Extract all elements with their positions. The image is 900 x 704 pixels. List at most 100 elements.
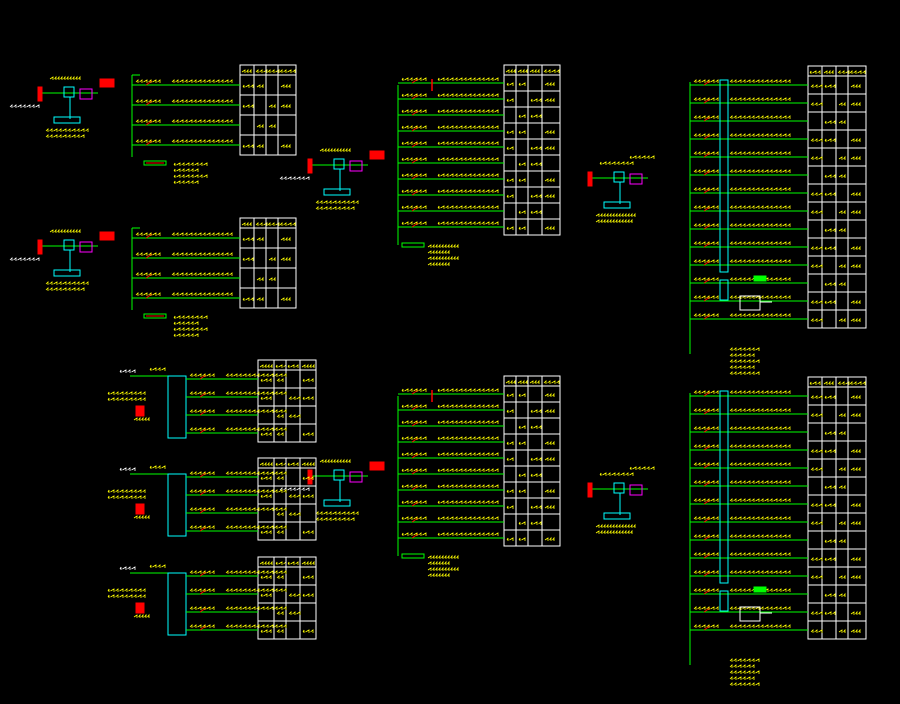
- table-header-text: [849, 381, 866, 385]
- cable-label: [729, 426, 791, 430]
- table-cell-text: [544, 193, 555, 198]
- panel-note: [173, 174, 208, 178]
- breaker-label: [401, 157, 427, 161]
- cable-label: [729, 390, 791, 394]
- cable-label: [225, 391, 287, 395]
- table-cell-text: [260, 593, 272, 597]
- panel-note: [427, 261, 450, 266]
- panel-note: [729, 359, 760, 363]
- table-cell-text: [242, 237, 254, 241]
- meter-box: [63, 239, 75, 251]
- large-dist-panel-1: [587, 65, 867, 375]
- source-label: [279, 176, 310, 180]
- table-header-text: [823, 380, 834, 385]
- table-header-text: [259, 363, 273, 368]
- table-cell-text: [824, 174, 836, 178]
- table-cell-text: [260, 396, 272, 400]
- table-cell-text: [810, 413, 823, 417]
- table-cell-text: [810, 264, 823, 268]
- table-cell-text: [506, 441, 514, 445]
- breaker-label: [693, 534, 719, 538]
- cable-label: [225, 525, 287, 529]
- cable-label: [729, 241, 791, 245]
- table-cell-text: [268, 276, 276, 281]
- breaker-label: [401, 436, 427, 440]
- breaker-label: [401, 452, 427, 456]
- table-cell-text: [518, 489, 526, 493]
- table-cell-text: [260, 432, 272, 436]
- table-cell-text: [530, 146, 542, 150]
- table-cell-text: [280, 83, 291, 88]
- sub-feeder-label: [149, 367, 166, 371]
- breaker-label: [693, 516, 719, 520]
- breaker-label: [135, 292, 161, 296]
- breaker-label: [135, 139, 161, 143]
- small-dist-panel-2: [9, 217, 297, 337]
- table-cell-text: [260, 476, 272, 480]
- ct-box: [79, 241, 93, 253]
- breaker-label: [189, 624, 215, 628]
- table-cell-text: [302, 476, 314, 480]
- table-cell-text: [530, 114, 542, 118]
- incomer-note: [45, 287, 85, 291]
- table-cell-text: [838, 209, 846, 214]
- table-cell-text: [838, 227, 846, 232]
- green-device: [753, 275, 767, 282]
- cable-label: [171, 119, 233, 123]
- table-cell-text: [810, 557, 823, 561]
- table-header-text: [301, 560, 315, 565]
- panel-note: [427, 255, 459, 260]
- main-dist-panel-2: [279, 375, 561, 577]
- cable-label: [437, 500, 499, 504]
- table-cell-text: [850, 574, 861, 579]
- table-cell-text: [810, 156, 823, 160]
- sub-panel-box: [167, 375, 187, 439]
- table-header-text: [529, 68, 540, 73]
- table-cell-text: [838, 484, 846, 489]
- breaker-label: [401, 532, 427, 536]
- red-tag: [99, 78, 115, 88]
- cable-label: [171, 99, 233, 103]
- incomer-note: [315, 511, 359, 515]
- table-cell-text: [280, 296, 291, 301]
- incomer-label: [49, 228, 81, 233]
- table-cell-text: [260, 494, 272, 498]
- panel-note: [427, 243, 459, 248]
- table-header-text: [267, 222, 280, 226]
- sub-panel-2: [107, 457, 317, 541]
- table-header-text: [259, 560, 273, 565]
- table-cell-text: [838, 155, 846, 160]
- table-cell-text: [824, 539, 836, 543]
- table-header-text: [301, 461, 315, 466]
- panel-note: [729, 682, 760, 686]
- table-cell-text: [544, 225, 555, 230]
- breaker-label: [693, 426, 719, 430]
- table-header-text: [849, 70, 866, 74]
- table-cell-text: [518, 114, 526, 118]
- breaker-label: [401, 500, 427, 504]
- table-cell-text: [518, 82, 526, 86]
- table-cell-text: [838, 538, 846, 543]
- cable-label: [171, 79, 233, 83]
- cable-label: [225, 427, 287, 431]
- meter-box: [63, 86, 75, 98]
- terminal-block: [401, 553, 425, 559]
- table-cell-text: [850, 299, 861, 304]
- breaker-label: [401, 173, 427, 177]
- sub-cable-label: [107, 495, 146, 499]
- table-cell-text: [242, 297, 254, 301]
- breaker-label: [135, 79, 161, 83]
- meter-panel: [739, 606, 761, 622]
- table-cell-text: [838, 592, 846, 597]
- table-cell-text: [824, 395, 836, 399]
- table-header-text: [837, 381, 850, 385]
- table-cell-text: [838, 412, 846, 417]
- sub-panel-3: [107, 556, 317, 640]
- table-cell-text: [518, 521, 526, 525]
- table-cell-text: [824, 300, 836, 304]
- breaker-label: [693, 97, 719, 101]
- table-cell-text: [260, 575, 272, 579]
- table-cell-text: [850, 83, 861, 88]
- breaker-label: [693, 498, 719, 502]
